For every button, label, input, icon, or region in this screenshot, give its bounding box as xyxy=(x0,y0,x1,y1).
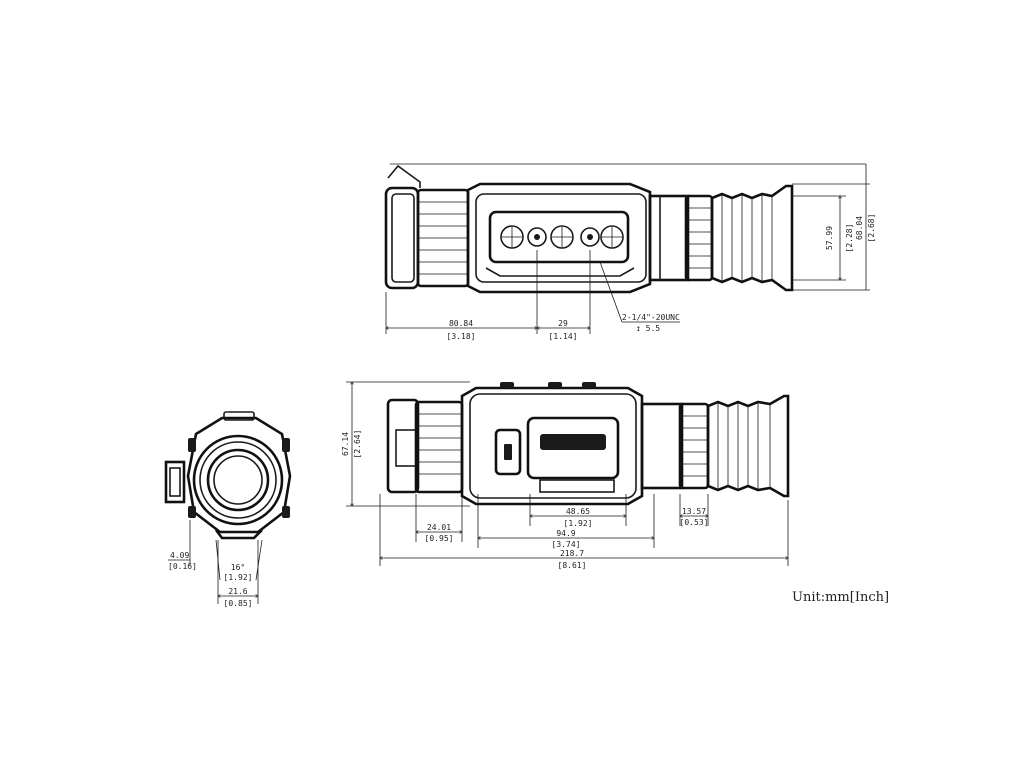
dim-rail-angle-inch: [1.92] xyxy=(224,573,253,582)
dim-rail-width-inch: [0.85] xyxy=(224,599,253,608)
dim-side-height: 67.14 xyxy=(341,432,350,456)
dim-mount-spacing: 29 xyxy=(558,319,568,328)
dim-body-height-inch: [2.28] xyxy=(845,224,854,253)
dim-thread-spec: 2-1/4"-20UNC xyxy=(622,313,680,322)
dim-body: 94.9 xyxy=(556,529,575,538)
unit-label: Unit:mm[Inch] xyxy=(792,590,889,605)
dim-side-height-inch: [2.64] xyxy=(353,430,362,459)
dim-eyepiece: 13.57 xyxy=(682,507,706,516)
dim-length-to-mount-inch: [3.18] xyxy=(447,332,476,341)
dim-body-height: 57.99 xyxy=(825,226,834,250)
dim-mount-spacing-inch: [1.14] xyxy=(549,332,578,341)
dim-rail-width: 21.6 xyxy=(228,587,247,596)
side-view: 67.14 [2.64] 24.01 [0.95] 48.65 [1.92] 9… xyxy=(341,382,790,570)
dim-focus-ring: 24.01 xyxy=(427,523,451,532)
dim-eyepiece-inch: [0.53] xyxy=(680,518,709,527)
dim-thread-depth: ↧ 5.5 xyxy=(636,324,660,333)
dim-rail-offset-inch: [0.16] xyxy=(168,562,197,571)
dim-rail-angle: 16° xyxy=(231,563,245,572)
dim-total-length-inch: [8.61] xyxy=(558,561,587,570)
dim-total-length: 218.7 xyxy=(560,549,584,558)
dim-body-inch: [3.74] xyxy=(552,540,581,549)
dim-total-height: 68.04 xyxy=(855,216,864,240)
dim-total-height-inch: [2.68] xyxy=(867,214,876,243)
dim-rail-offset: 4.09 xyxy=(170,551,189,560)
front-view: 4.09 [0.16] 16° [1.92] 21.6 [0.85] xyxy=(164,411,292,608)
dim-length-to-mount: 80.84 xyxy=(449,319,473,328)
dim-center-inch: [1.92] xyxy=(564,519,593,528)
dim-center: 48.65 xyxy=(566,507,590,516)
top-view: 80.84 [3.18] 29 [1.14] 2-1/4"-20UNC ↧ 5.… xyxy=(384,163,876,341)
dim-focus-ring-inch: [0.95] xyxy=(425,534,454,543)
